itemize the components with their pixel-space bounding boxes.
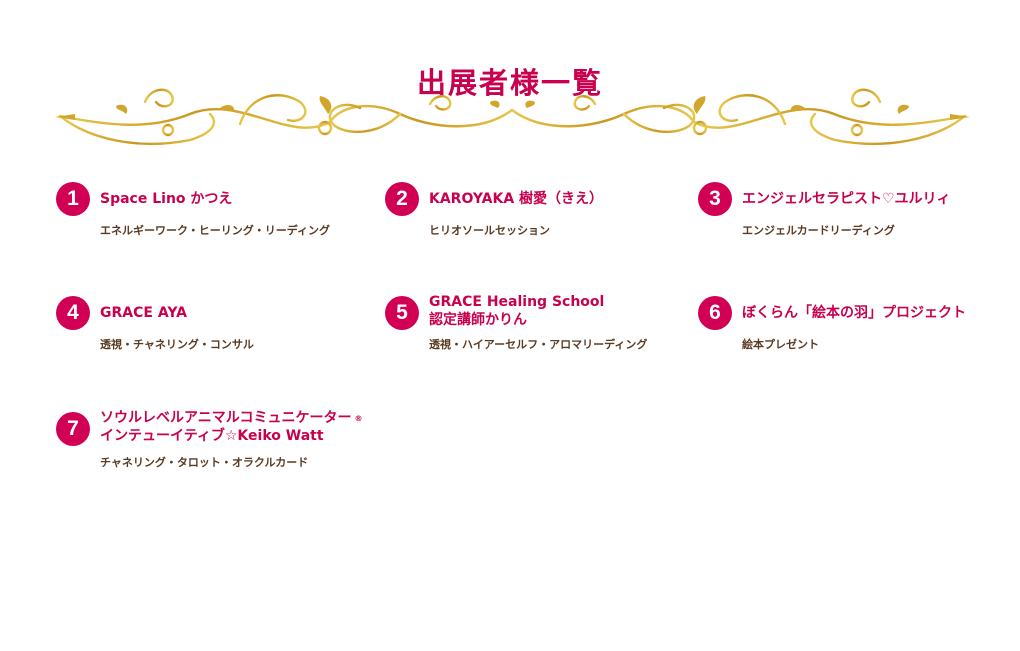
number-badge: 3 <box>698 182 732 216</box>
number-badge: 1 <box>56 182 90 216</box>
exhibitor-description: ヒリオソールセッション <box>429 224 550 237</box>
exhibitor-name: ソウルレベルアニマルコミュニケーター® <box>100 410 362 427</box>
exhibitor-name: Space Lino かつえ <box>100 191 233 207</box>
exhibitor-name: ぼくらん「絵本の羽」プロジェクト <box>742 305 966 321</box>
number-badge: 6 <box>698 296 732 330</box>
exhibitor-description: 透視・チャネリング・コンサル <box>100 338 254 351</box>
exhibitor-description: 透視・ハイアーセルフ・アロマリーディング <box>429 338 648 351</box>
registered-mark: ® <box>354 414 363 423</box>
exhibitor-name: GRACE AYA <box>100 305 187 321</box>
exhibitor-description: 絵本プレゼント <box>742 338 819 351</box>
page-title: 出展者様一覧 <box>416 66 603 100</box>
gold-swirl-ornament <box>55 88 970 146</box>
number-badge: 5 <box>385 296 419 330</box>
number-badge: 4 <box>56 296 90 330</box>
exhibitor-description: エンジェルカードリーディング <box>742 224 895 237</box>
exhibitor-name: GRACE Healing School <box>429 294 605 310</box>
number-badge: 2 <box>385 182 419 216</box>
exhibitor-name: エンジェルセラピスト♡ユルリィ <box>742 191 951 207</box>
exhibitor-description: チャネリング・タロット・オラクルカード <box>100 456 309 469</box>
exhibitor-description: エネルギーワーク・ヒーリング・リーディング <box>100 224 331 237</box>
exhibitor-name: KAROYAKA 樹愛（きえ） <box>429 191 604 207</box>
number-badge: 7 <box>56 412 90 446</box>
exhibitor-name-line2: 認定講師かりん <box>429 312 527 328</box>
exhibitor-name-line2: インテューイティブ☆Keiko Watt <box>100 428 324 444</box>
exhibitor-name-text: ソウルレベルアニマルコミュニケーター <box>100 410 352 426</box>
